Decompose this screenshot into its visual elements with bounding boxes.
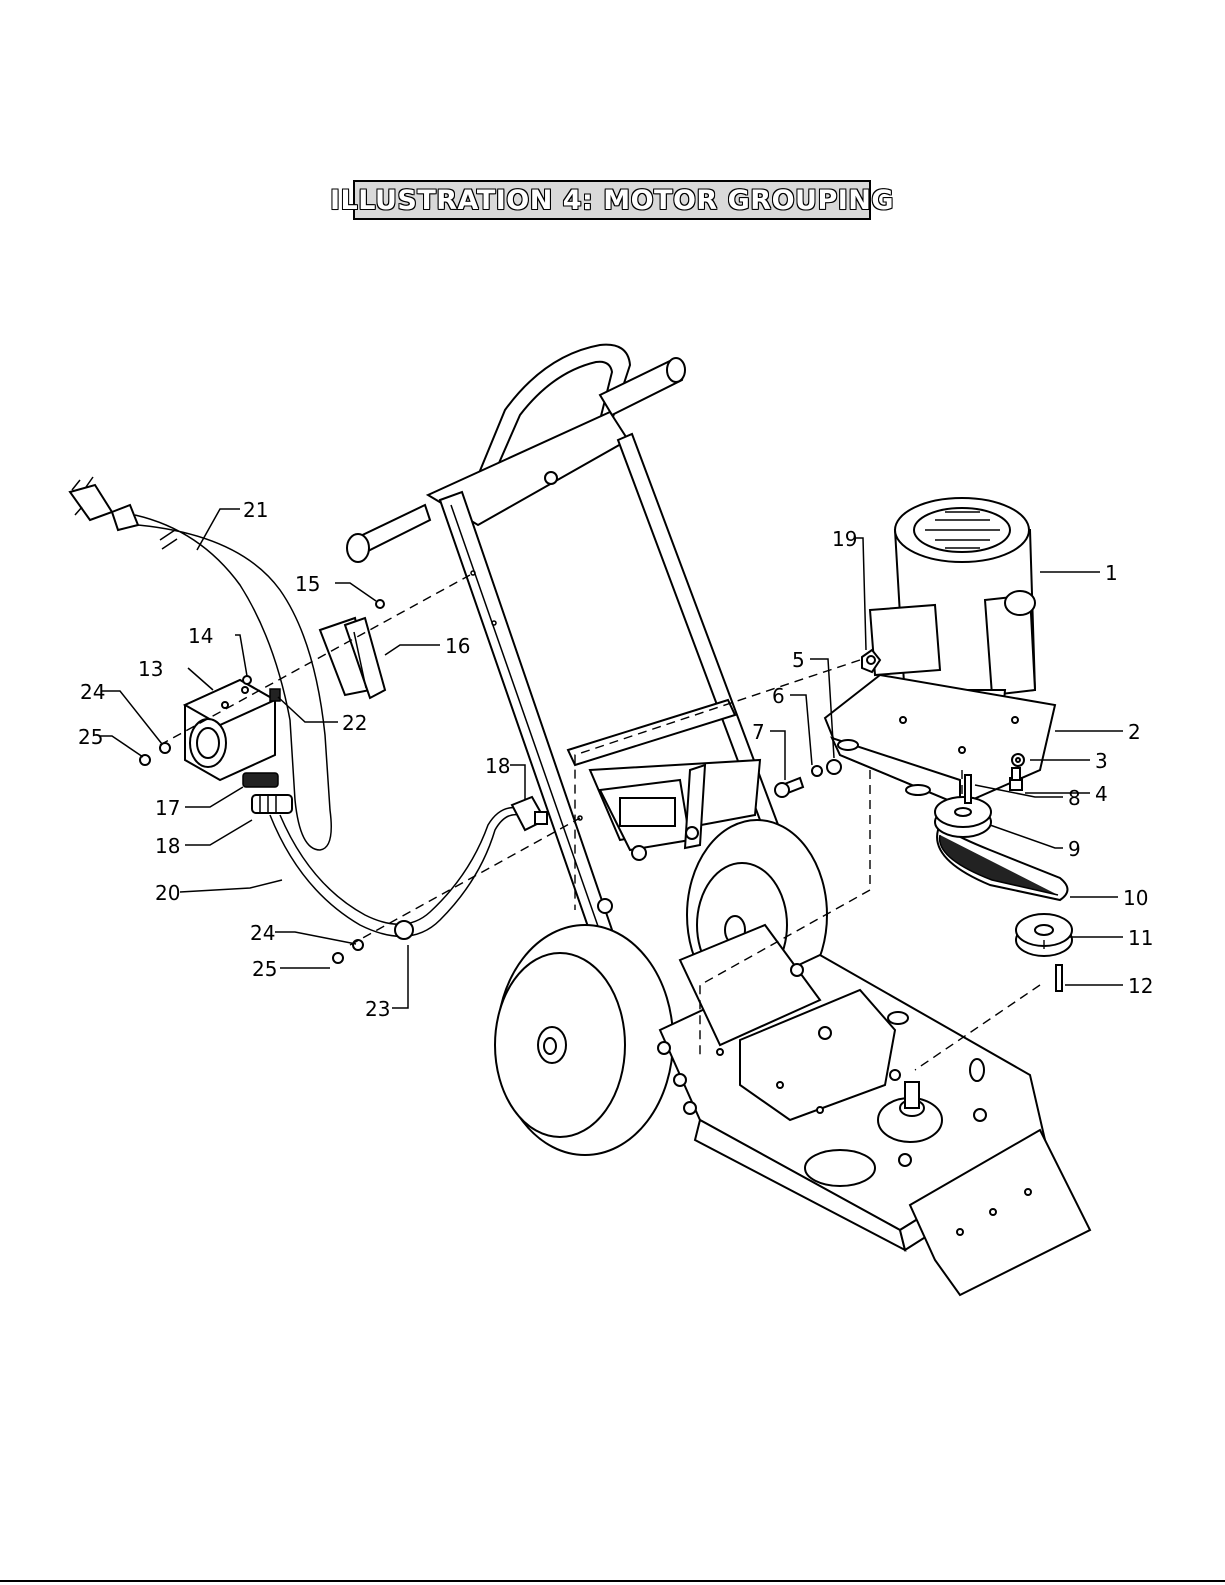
front-wheel [495,925,673,1155]
bracket-16 [320,618,385,698]
callout-25-lower: 25 [252,957,277,981]
callout-20: 20 [155,881,180,905]
spindle-pulley [1016,914,1072,956]
drive-belt [937,830,1067,900]
callout-22: 22 [342,711,367,735]
callout-23: 23 [365,997,390,1021]
callout-24-lower: 24 [250,921,275,945]
callout-12: 12 [1128,974,1153,998]
strain-reliefs [243,773,292,813]
callout-13: 13 [138,657,163,681]
callout-2: 2 [1128,720,1141,744]
callout-10: 10 [1123,886,1148,910]
callout-7: 7 [752,720,765,744]
callout-6: 6 [772,684,785,708]
callout-9: 9 [1068,837,1081,861]
callout-25-upper: 25 [78,725,103,749]
callout-14: 14 [188,624,213,648]
callout-5: 5 [792,648,805,672]
callout-17: 17 [155,796,180,820]
callout-8: 8 [1068,786,1081,810]
bottom-rule [0,1580,1225,1582]
callout-15: 15 [295,572,320,596]
switch-box [185,680,275,780]
callout-11: 11 [1128,926,1153,950]
callout-18-lower: 18 [155,834,180,858]
motor-pulley [935,797,991,837]
base-chassis [658,925,1090,1295]
callout-1: 1 [1105,561,1118,585]
callout-18-upper: 18 [485,754,510,778]
callout-3: 3 [1095,749,1108,773]
motor-lead-cord [270,797,547,939]
callout-19: 19 [832,527,857,551]
callout-16: 16 [445,634,470,658]
callout-21: 21 [243,498,268,522]
power-cord [70,477,331,850]
callout-24-upper: 24 [80,680,105,704]
callout-4: 4 [1095,782,1108,806]
